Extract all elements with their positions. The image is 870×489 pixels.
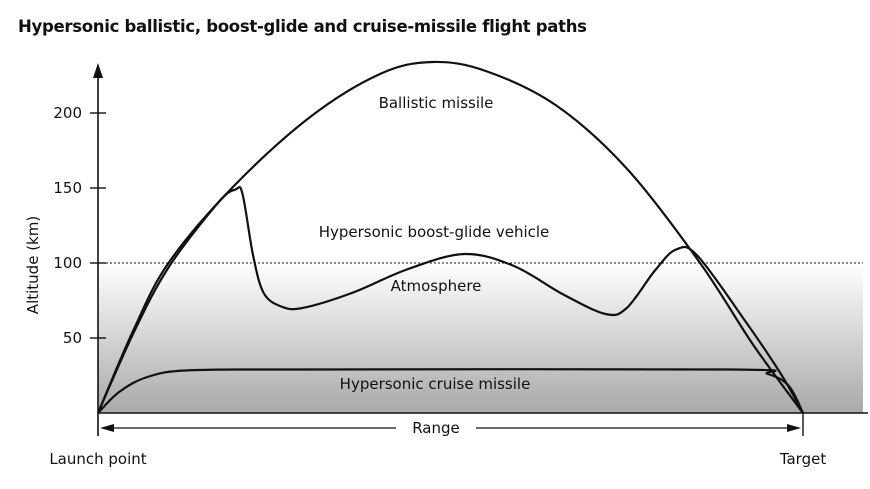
range-label: Range — [412, 419, 460, 437]
y-tick-label: 50 — [63, 329, 82, 347]
flight-path-cruise — [97, 368, 804, 414]
range-arrow-right-icon — [787, 424, 801, 432]
launch-point-label: Launch point — [49, 450, 146, 468]
ballistic-missile-label: Ballistic missile — [379, 94, 494, 112]
range-label-bg — [396, 416, 476, 438]
atmosphere-label: Atmosphere — [391, 277, 482, 295]
chart-title: Hypersonic ballistic, boost-glide and cr… — [18, 17, 587, 36]
y-axis-label: Altitude (km) — [24, 216, 42, 314]
target-label: Target — [779, 450, 827, 468]
y-axis-arrow-icon — [93, 63, 103, 78]
boost-glide-label: Hypersonic boost-glide vehicle — [319, 223, 550, 241]
y-tick-label: 200 — [53, 104, 82, 122]
y-tick-label: 150 — [53, 179, 82, 197]
range-arrow-left-icon — [100, 424, 114, 432]
atmosphere-band — [98, 263, 863, 413]
y-tick-label: 100 — [53, 254, 82, 272]
flight-path-ballistic — [96, 60, 804, 414]
flight-path-boost-glide — [96, 185, 804, 414]
cruise-missile-label: Hypersonic cruise missile — [340, 375, 531, 393]
